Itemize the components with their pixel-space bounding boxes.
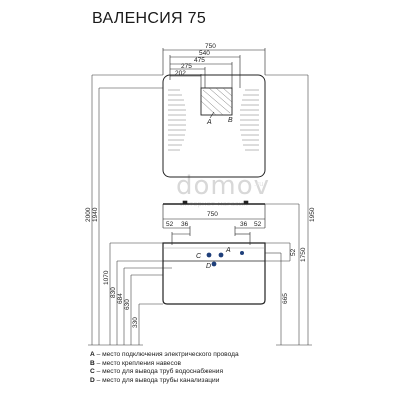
dim-label-52-right: 52	[290, 248, 297, 256]
drawing-title: ВАЛЕНСИЯ 75	[92, 10, 207, 27]
watermark-suffix: .ru	[254, 180, 264, 188]
legend-row-d: D – место для вывода трубы канализации	[90, 377, 220, 385]
legend-row-b: B – место крепления навесов	[90, 359, 182, 367]
dim-label-830: 830	[110, 287, 117, 298]
dim-label-665: 665	[282, 293, 289, 304]
point-a-mirror: A	[206, 119, 212, 126]
mirror-frame	[162, 74, 266, 178]
point-a-cabinet: A	[225, 247, 231, 254]
watermark-logo: domov	[176, 171, 270, 201]
dim-label-330: 330	[132, 317, 139, 328]
dim-label-1950: 1950	[309, 207, 316, 222]
dim-label-2000: 2000	[85, 207, 92, 222]
point-b: B	[228, 117, 233, 124]
dim-label-1070: 1070	[103, 270, 110, 285]
legend-row-c: C – место для вывода труб водоснабжения	[90, 368, 224, 376]
point-c: C	[196, 253, 202, 260]
legend: A – место подключения электрического про…	[90, 351, 239, 386]
dim-label-1750: 1750	[300, 247, 307, 262]
dim-label-52-right-top: 52	[254, 221, 262, 228]
dim-label-202: 202	[175, 70, 186, 77]
mirror-light-block	[200, 87, 233, 116]
dim-label-36-left: 36	[181, 221, 189, 228]
dim-label-684: 684	[117, 293, 124, 304]
point-d: D	[206, 263, 211, 270]
dim-label-475: 475	[194, 57, 205, 64]
dim-label-750-shelf: 750	[207, 211, 218, 218]
vanity-cabinet	[162, 242, 266, 305]
dim-label-1940: 1940	[92, 207, 99, 222]
legend-row-a: A – место подключения электрического про…	[90, 351, 239, 358]
dim-label-52-left: 52	[166, 221, 174, 228]
dim-label-540: 540	[199, 50, 210, 57]
pipe-outlets	[206, 251, 244, 267]
dim-label-36-right: 36	[240, 221, 248, 228]
dim-label-630: 630	[124, 299, 131, 310]
dim-label-275: 275	[181, 63, 192, 70]
dim-label-750-mirror: 750	[205, 43, 216, 50]
